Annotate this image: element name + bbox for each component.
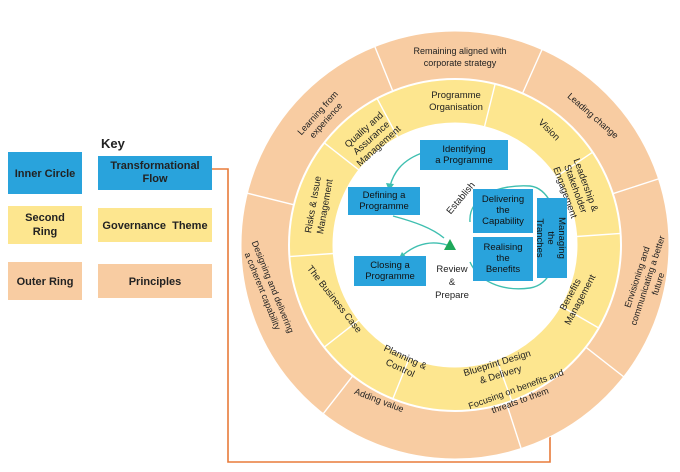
ring-divider (576, 232, 621, 238)
key-swatch-outer (8, 262, 82, 300)
key-desc-inner-box (98, 156, 212, 190)
ring-divider (555, 151, 594, 178)
ring-divider (496, 359, 513, 402)
key-swatch-inner (8, 152, 82, 194)
review-triangle (444, 239, 456, 250)
ring-divider (560, 305, 600, 329)
ring-divider (392, 357, 410, 400)
ring-divider (322, 375, 354, 415)
ring-divider (585, 346, 625, 378)
key-desc-outer: Principles (129, 276, 182, 288)
ring-divider (323, 319, 360, 348)
ring-divider (247, 192, 295, 206)
managing-label: ManagingtheTranches (534, 217, 567, 259)
flow-arc-identify-define (389, 151, 426, 187)
review-prepare-label: Review&Prepare (435, 264, 469, 301)
key-label-outer: Outer Ring (17, 276, 74, 288)
ring-divider (521, 49, 543, 94)
ring-divider (612, 178, 659, 195)
key-title: Key (101, 136, 126, 151)
ring-divider (376, 98, 399, 138)
managing-box (537, 198, 567, 278)
flow-arc-to-closing (402, 242, 448, 256)
ring-divider (483, 83, 496, 127)
realising-box (473, 237, 533, 281)
ring-divider (505, 402, 522, 449)
ring-divider (374, 46, 394, 92)
ring-divider (323, 142, 360, 171)
defining-box (348, 187, 420, 215)
key-label-inner: Inner Circle (15, 168, 76, 180)
key-desc-second: Governance Theme (102, 220, 207, 232)
key-desc-second-box (98, 208, 212, 242)
closing-box (354, 256, 426, 286)
delivering-box (473, 189, 533, 233)
identifying-box (420, 140, 508, 170)
flow-arc-define-establish (392, 215, 445, 239)
second-ring-dividers (289, 83, 621, 402)
rings (240, 30, 670, 460)
ring-divider (289, 252, 334, 258)
outer-ring-dividers (247, 46, 659, 449)
key-desc-outer-box (98, 264, 212, 298)
key-swatch-second (8, 206, 82, 244)
